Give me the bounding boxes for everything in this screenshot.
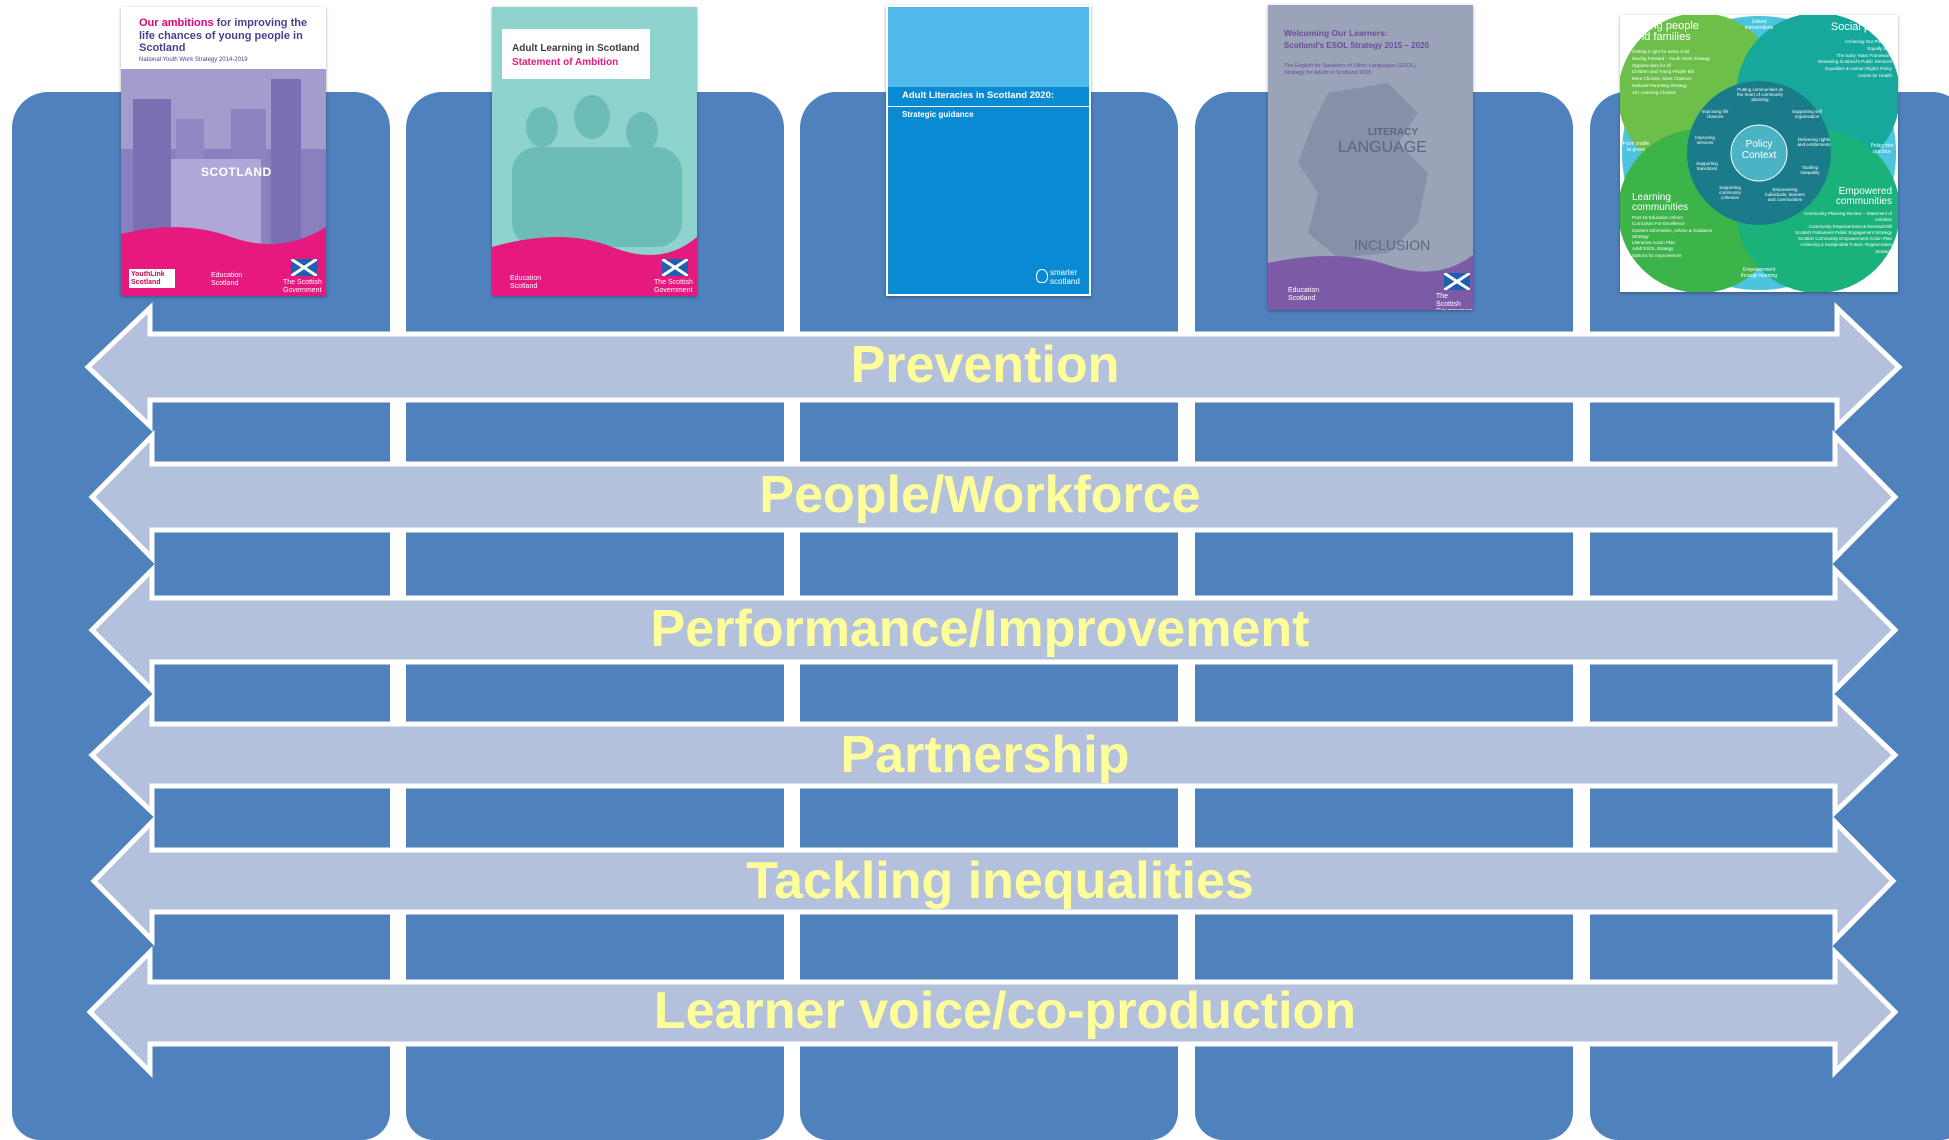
policy-young-people-heading: Young people and families [1632,20,1699,43]
education-scotland-logo: Education Scotland [510,275,542,290]
policy-list-item: Options for Improvement [1632,252,1682,258]
policy-list-item: Getting it right for every child [1632,49,1690,54]
esol-strategy-cover: Welcoming Our Learners: Scotland's ESOL … [1268,5,1473,310]
people-workforce-arrow [88,429,1899,565]
policy-ring-item: Improving life chances [1701,109,1729,119]
band-label-partnership: Partnership [840,726,1130,784]
policy-list-item: National Parenting Strategy [1632,82,1688,88]
scottish-government-logo: The Scottish Government [654,279,693,294]
band-label-learner-voice: Learner voice/co-production [653,982,1357,1040]
band-label-tackling-inequalities: Tackling inequalities [746,852,1254,910]
policy-learning-communities-heading: Learning communities [1632,192,1689,213]
policy-empowerment-through-learning: Empowerment through learning [1740,267,1778,279]
policy-into-practice: Policy into practice [1870,143,1894,155]
literacies-cover-subtitle: Strategic guidance [902,110,974,119]
cover-top-band [888,7,1089,87]
policy-ring-item: Supporting community cohesion [1719,185,1741,200]
policy-list-item: Post-16 Education reform [1632,215,1684,220]
policy-list-item: Equally Well [1867,45,1892,51]
cover-title-panel [502,29,650,79]
adult-literacies-cover: Adult Literacies in Scotland 2020: Strat… [886,5,1091,296]
policy-ring-item: Putting communities at the heart of comm… [1737,87,1783,102]
literacies-cover-title: Adult Literacies in Scotland 2020: [902,90,1055,101]
scottish-government-logo: The Scottish Government [283,279,322,294]
policy-social-policy-heading: Social policy [1830,21,1892,33]
band-label-people-workforce: People/Workforce [759,466,1201,524]
policy-list-item: Curriculum For Excellence [1632,221,1685,227]
saltire-flag-icon [1443,271,1471,292]
policy-ring-item: Supporting self organisation [1791,109,1823,119]
policy-list-item: Moving Forward – Youth Work Strategy [1632,55,1711,61]
policy-learning-communities-list: Post-16 Education reform Curriculum For … [1632,215,1724,259]
policy-list-item: Achieving Our Potential [1844,39,1892,44]
policy-young-people-list: Getting it right for every child Moving … [1632,49,1732,96]
policy-ring-item: Improving services [1695,135,1715,145]
policy-list-item: Literacies Action Plan [1632,240,1676,246]
scotland-wordmap-illustration [1268,83,1473,310]
scottish-government-logo: The Scottish Government [1436,293,1473,310]
policy-from-cradle-to-grave: From cradle to grave [1622,141,1650,153]
policy-list-item: The Early Years Framework [1836,52,1892,58]
policy-list-item: Children and Young People Bill [1632,69,1694,75]
policy-list-item: Assets for Health [1857,72,1892,78]
policy-ring-item: Empowering individuals, learners and com… [1765,187,1805,202]
tackling-inequalities-arrow [90,815,1897,947]
learner-voice-arrow [86,945,1899,1079]
policy-context-label: Policy Context [1741,139,1777,161]
policy-list-item: Careers Information, Advice & Guidance S… [1632,227,1713,239]
band-label-prevention: Prevention [850,336,1120,394]
saltire-flag-icon [290,257,318,278]
policy-context-diagram: Policy Context Young people and families… [1620,15,1898,292]
policy-list-item: Scottish Parliament Public Engagement St… [1794,229,1892,235]
policy-list-item: Community Planning Review – Statement of… [1803,211,1892,223]
youth-cover-title: Our ambitions for improving the life cha… [139,17,319,55]
policy-linked-interventions: Linked interventions [1744,19,1774,31]
esol-wordmap-language: LANGUAGE [1338,139,1427,156]
adult-learning-cover: Adult Learning in Scotland Statement of … [492,7,697,296]
policy-social-policy-list: Achieving Our Potential Equally Well The… [1790,39,1892,80]
esol-cover-title: Welcoming Our Learners: [1284,28,1388,38]
youth-cover-title-rest: for improving the life chances of young … [139,17,308,55]
adult-cover-title: Adult Learning in Scotland [512,43,640,54]
smarter-scotland-logo: smarter scotland [1050,268,1080,286]
youthlink-logo: YouthLink Scotland [129,269,175,289]
policy-list-item: Equalities & Human Rights Policy [1825,66,1892,71]
education-scotland-logo: Education Scotland [211,272,243,287]
prevention-arrow [84,302,1903,432]
policy-list-item: Renewing Scotland's Public Services [1818,59,1892,65]
youth-cover-title-highlight: Our ambitions [139,17,214,29]
adult-cover-subtitle: Statement of Ambition [512,57,619,68]
policy-empowered-communities-heading: Empowered communities [1835,186,1892,207]
policy-list-item: 16+ Learning Choices [1632,89,1676,95]
youth-cover-wordcloud: SCOTLAND [201,165,272,179]
education-scotland-logo: Education Scotland [1288,287,1320,302]
policy-list-item: Opportunities for All [1632,62,1672,68]
performance-improvement-arrow [88,563,1899,697]
lightbulb-icon [1036,269,1048,283]
policy-list-item: Achieving a Sustainable Future: Regenera… [1800,242,1892,254]
policy-empowered-communities-list: Community Planning Review – Statement of… [1790,211,1892,255]
people-silhouette-illustration [492,95,697,296]
policy-list-item: More Choices, More Chances [1632,76,1692,81]
policy-ring-item: Tackling inequality [1800,165,1820,175]
esol-wordmap-literacy: LITERACY [1368,127,1418,138]
policy-list-item: Adult ESOL Strategy [1632,246,1674,252]
saltire-flag-icon [661,257,689,278]
cover-divider [888,106,1089,107]
esol-cover-subtitle: Scotland's ESOL Strategy 2015 – 2020 [1284,41,1429,50]
policy-ring-item: Supporting transitions [1696,161,1718,171]
band-label-performance-improvement: Performance/Improvement [650,600,1310,658]
partnership-arrow [88,692,1899,818]
esol-wordmap-inclusion: INCLUSION [1354,237,1431,253]
policy-list-item: Community Empowerment & Renewal Bill [1808,223,1892,229]
youth-strategy-cover: Our ambitions for improving the life cha… [121,7,326,296]
policy-ring-item: Delivering rights and entitlements [1797,137,1831,147]
policy-context-center [1730,124,1788,182]
policy-list-item: Scottish Community Empowerment Action Pl… [1797,236,1892,242]
youth-cover-subtitle: National Youth Work Strategy 2014-2019 [139,57,248,63]
esol-cover-description: The English for Speakers of Other Langua… [1284,63,1416,76]
cover-title-panel [121,7,326,69]
